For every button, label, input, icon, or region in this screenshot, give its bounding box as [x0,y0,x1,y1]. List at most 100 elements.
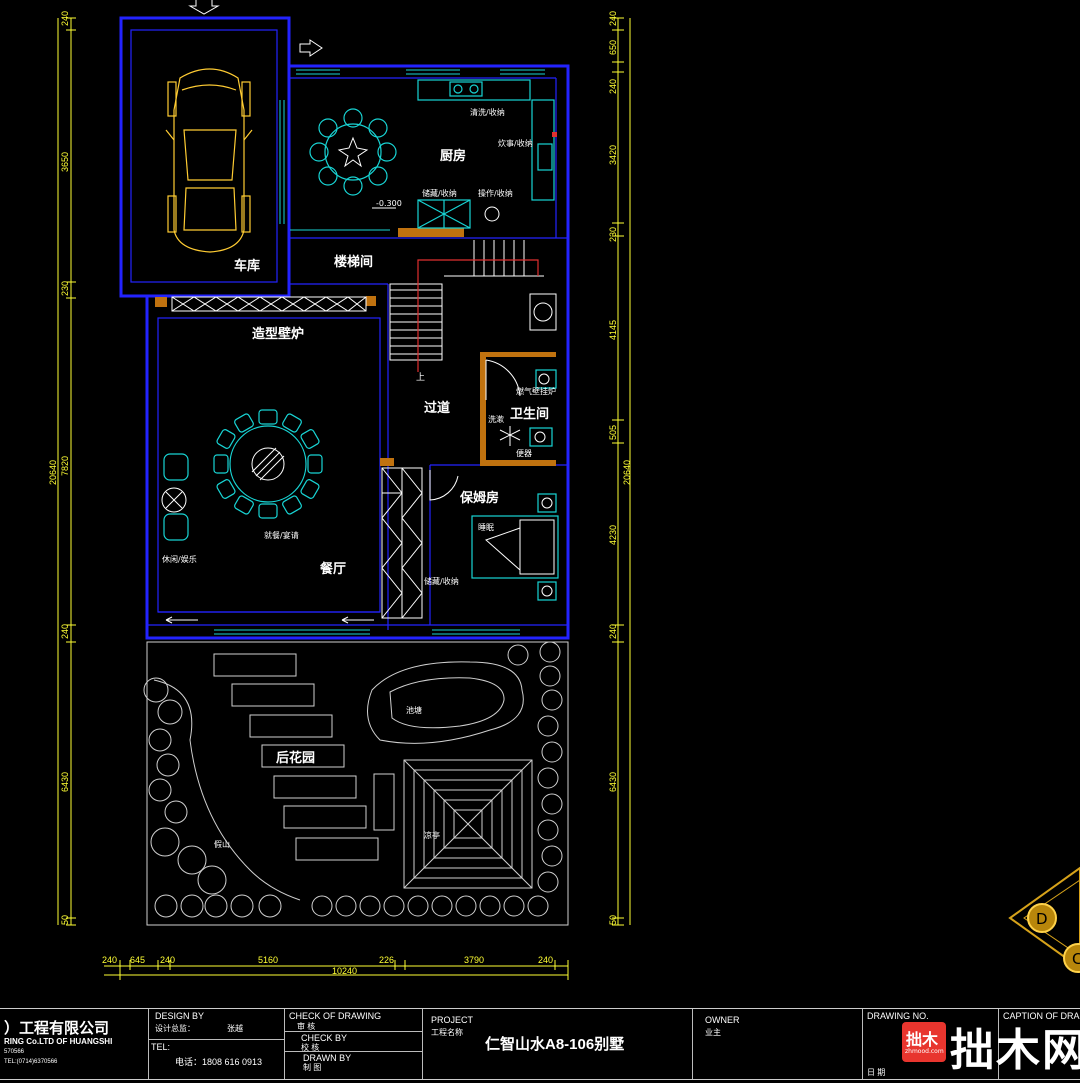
drawing-no-label: DRAWING NO. [867,1011,929,1021]
lounge-chairs [161,453,189,541]
nanny-bed [471,493,559,601]
title-owner-cell: OWNER 业主 [692,1009,863,1079]
dim-right-3: 240 [608,79,618,94]
note-toilet: 便器 [516,448,532,458]
bottom-dimension-line: 240 645 240 5160 226 3790 240 10240 [102,955,569,980]
dim-right-11: 50 [608,915,618,925]
room-label-stairwell: 楼梯间 [334,254,373,270]
dim-bottom-total: 10240 [332,966,357,976]
note-leisure: 休闲/娱乐 [162,554,197,564]
stairs [389,240,544,361]
stair-direction-line [417,259,539,372]
dim-left-1: 240 [60,11,70,26]
note-kitchen-counter: 清洗/收纳 [470,107,505,117]
dim-bottom-6: 3790 [464,955,484,965]
storage-cabinet [381,467,423,619]
windows [214,69,545,635]
note-rockery: 假山 [214,839,230,849]
room-label-dining-hall: 餐厅 [319,561,346,577]
note-kitchen-side: 炊事/收纳 [498,138,533,148]
dim-right-4: 3420 [608,145,618,165]
garden-layout [143,641,569,926]
owner-label-cn: 业主 [705,1028,721,1037]
room-label-bathroom: 卫生间 [510,406,549,422]
note-nanny-storage: 储藏/收纳 [424,576,459,586]
title-drawing-no-cell: DRAWING NO. 日 期 [862,1009,999,1079]
dim-left-total: 20640 [48,460,58,485]
project-name: 仁智山水A8-106别墅 [485,1036,625,1053]
dim-bottom-3: 240 [160,955,175,965]
check-by-cn: 校 核 [301,1043,320,1052]
design-by-label: DESIGN BY [155,1011,205,1021]
note-pavilion: 凉亭 [424,830,440,840]
tel-value: 电话：1808 616 0913 [175,1057,263,1067]
dim-right-6: 4145 [608,320,618,340]
watermark-badge-text: 拙木 [906,1030,939,1049]
left-dimension-line: 240 3650 230 7820 240 6430 50 20640 [48,11,76,926]
drawing-no-cn: 日 期 [867,1068,886,1077]
tel-label: TEL: [151,1042,171,1052]
dim-bottom-7: 240 [538,955,553,965]
dim-bottom-4: 5160 [258,955,278,965]
note-wash: 洗漱 [488,414,504,424]
note-boiler: 燃气壁挂炉 [516,386,556,396]
drawn-by-cn: 制 图 [303,1063,322,1072]
company-name-en: RING Co.LTD OF HUANGSHI [4,1037,113,1046]
note-dining-use: 就餐/宴请 [264,530,299,540]
note-level: -0.300 [376,199,402,208]
floor-plan-drawing: 240 3650 230 7820 240 6430 50 20640 240 … [48,0,632,980]
room-label-corridor: 过道 [424,400,450,416]
car-icon [165,68,253,253]
company-name: ）工程有限公司 [4,1020,110,1037]
room-label-fireplace: 造型壁炉 [252,326,304,342]
dim-right-2: 650 [608,40,618,55]
title-project-cell: PROJECT 工程名称 仁智山水A8-106别墅 [422,1009,693,1079]
note-sleep: 睡眠 [478,523,494,532]
watermark-badge-url: zhmood.com [905,1048,944,1055]
watermark-badge: 拙木 zhmood.com [902,1022,946,1062]
check-by-label: CHECK BY [301,1033,348,1043]
title-design-cell: DESIGN BY 设计总监： 张越 TEL: 电话：1808 616 0913 [148,1009,285,1079]
company-phone-2: TEL:(0714)6370566 [4,1059,58,1065]
check-of-drawing-cn: 审 核 [297,1022,316,1031]
right-dimension-line: 240 650 240 3420 230 4145 505 4230 240 6… [608,11,632,926]
sliding-door-arrows [165,616,374,624]
bathroom-fixtures [485,359,557,447]
watermark-text: 拙木网 [950,1025,1080,1076]
dim-right-10: 6430 [608,772,618,792]
title-caption-cell: CAPTION OF DRA [998,1009,1080,1079]
note-stair-up: 上 [416,372,425,383]
dim-left-7: 50 [60,915,70,925]
project-label-cn: 工程名称 [431,1028,463,1037]
entry-arrow-icon [188,0,323,57]
note-kitchen-storage1: 储藏/收纳 [422,188,457,198]
dim-left-6: 6430 [60,772,70,792]
compass-icon: D C [1008,866,1080,973]
owner-label: OWNER [705,1015,740,1025]
check-of-drawing-label: CHECK OF DRAWING [289,1011,382,1021]
dim-bottom-5: 226 [379,955,394,965]
accent-walls [155,228,556,466]
room-label-garage: 车库 [234,258,260,274]
note-kitchen-storage2: 操作/收纳 [478,188,513,198]
drawn-by-label: DRAWN BY [303,1053,352,1063]
note-pond: 池塘 [406,705,422,715]
dim-right-8: 4230 [608,525,618,545]
dining-table [213,409,323,519]
dim-right-1: 240 [608,11,618,26]
compass-letter-d: D [1036,910,1048,928]
dim-right-total: 20640 [622,460,632,485]
boiler-unit [529,293,557,331]
dim-left-3: 230 [60,281,70,296]
company-phone-1: 570566 [4,1049,25,1055]
dim-right-5: 230 [608,227,618,242]
title-block: ）工程有限公司 RING Co.LTD OF HUANGSHI 570566 T… [0,1008,1080,1080]
kitchen-furniture [309,79,557,229]
dim-bottom-2: 645 [130,955,145,965]
dim-left-4: 7820 [60,456,70,476]
caption-label: CAPTION OF DRA [1003,1011,1080,1021]
door-swing [429,470,459,501]
fireplace-cabinets [171,296,367,312]
compass-letter-c: C [1072,950,1080,968]
dim-left-2: 3650 [60,152,70,172]
